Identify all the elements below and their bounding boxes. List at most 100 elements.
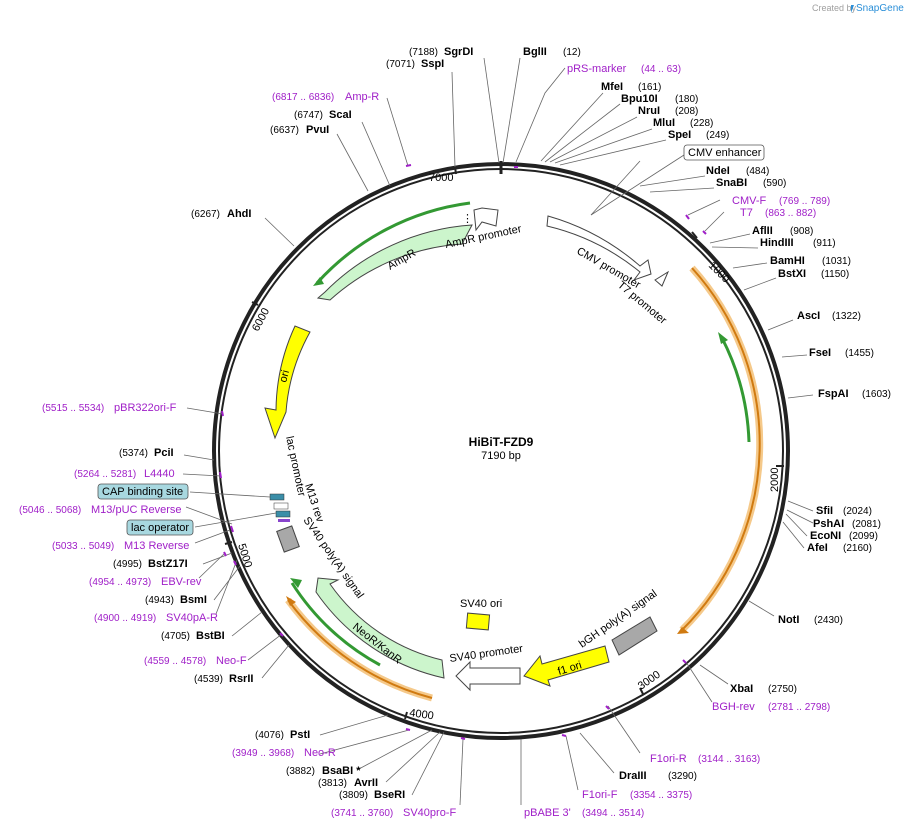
enzyme-snabi: SnaBI xyxy=(716,177,747,189)
svg-text:lac operator: lac operator xyxy=(131,522,189,534)
enzyme-bseri-pos: (3809) xyxy=(339,790,368,801)
enzyme-afei: AfeI xyxy=(807,542,828,554)
primer-amp-r-pos: (6817 .. 6836) xyxy=(272,92,334,103)
ori-label: ori xyxy=(277,369,292,384)
orf-right-arrowhead xyxy=(677,627,689,634)
cmv-enhancer-box: CMV enhancer xyxy=(683,144,765,161)
enzyme-pshai: PshAI xyxy=(813,518,844,530)
enzyme-sfii-pos: (2024) xyxy=(843,506,872,517)
enzyme-bstxi: BstXI xyxy=(778,268,806,280)
leader-lines xyxy=(182,57,814,806)
enzyme-econi-pos: (2099) xyxy=(849,531,878,542)
enzyme-ahdi: AhdI xyxy=(227,208,251,220)
primer-ebv-rev: EBV-rev xyxy=(161,576,202,588)
enzyme-fsei: FseI xyxy=(809,347,831,359)
ampr-green-arrowhead xyxy=(313,277,324,286)
enzyme-pcii: PciI xyxy=(154,447,174,459)
orf-right-orange xyxy=(681,267,761,631)
enzyme-spei: SpeI xyxy=(668,129,691,141)
primer-f1ori-r-pos: (3144 .. 3163) xyxy=(698,754,760,765)
kb-ticks xyxy=(224,166,784,720)
enzyme-bstbi: BstBI xyxy=(196,630,225,642)
enzyme-draiii-pos: (3290) xyxy=(668,771,697,782)
ampr-promoter-arrow xyxy=(473,207,499,232)
enzyme-bsmi-pos: (4943) xyxy=(145,595,174,606)
cap-binding-site-box: CAP binding site xyxy=(97,483,189,500)
enzyme-snabi-pos: (590) xyxy=(763,178,786,189)
primer-m13-rev: M13 Reverse xyxy=(124,540,189,552)
primer-sv40pro-f-pos: (3741 .. 3760) xyxy=(331,808,393,819)
enzyme-draiii: DraIII xyxy=(619,770,647,782)
enzyme-hindiii-pos: (911) xyxy=(813,238,836,249)
orf-right-green xyxy=(720,337,751,443)
neor-green-arrowhead xyxy=(290,578,302,588)
t7-promoter-label: T7 promoter xyxy=(615,279,669,327)
enzyme-mfei: MfeI xyxy=(601,81,623,93)
lac-operator-box xyxy=(275,510,291,518)
ori-feature xyxy=(264,325,311,440)
svg-text:⋮: ⋮ xyxy=(462,213,473,225)
primer-pbabe3: pBABE 3' xyxy=(524,807,571,819)
enzyme-avrii: AvrII xyxy=(354,777,378,789)
enzyme-bstbi-pos: (4705) xyxy=(161,631,190,642)
enzyme-sfii: SfiI xyxy=(816,505,833,517)
credit-brand: SnapGene xyxy=(856,3,904,14)
enzyme-mlui: MluI xyxy=(653,117,675,129)
enzyme-mlui-pos: (228) xyxy=(690,118,713,129)
tick-label-7000: 7000 xyxy=(429,172,453,184)
orf-right-orange-halo xyxy=(679,265,764,633)
orf-left-arrowhead xyxy=(286,596,296,606)
primer-pbr322ori-f-pos: (5515 .. 5534) xyxy=(42,403,104,414)
enzyme-scai-pos: (6747) xyxy=(294,110,323,121)
primer-l4440: L4440 xyxy=(144,468,175,480)
ampr-feature xyxy=(316,224,473,301)
primer-marks xyxy=(219,164,707,740)
primer-prs-marker-pos: (44 .. 63) xyxy=(641,64,681,75)
primer-t7-pos: (863 .. 882) xyxy=(765,208,816,219)
enzyme-avrii-pos: (3813) xyxy=(318,778,347,789)
primer-pbabe3-pos: (3494 .. 3514) xyxy=(582,808,644,819)
enzyme-bglii: BglII xyxy=(523,46,547,58)
enzyme-nrui: NruI xyxy=(638,105,660,117)
plasmid-name: HiBiT-FZD9 xyxy=(469,435,534,449)
cmv-promoter-feature xyxy=(546,215,652,282)
primer-f1ori-f: F1ori-F xyxy=(582,789,618,801)
cap-box xyxy=(269,493,285,501)
enzyme-nrui-pos: (208) xyxy=(675,106,698,117)
enzyme-bpu10i-pos: (180) xyxy=(675,94,698,105)
primer-f1ori-f-pos: (3354 .. 3375) xyxy=(630,790,692,801)
primer-sv40pro-f: SV40pro-F xyxy=(403,807,456,819)
orf-left-orange xyxy=(287,599,433,699)
enzyme-bamhi-pos: (1031) xyxy=(822,256,851,267)
primer-m13-rev-pos: (5033 .. 5049) xyxy=(52,541,114,552)
tick-label-6000: 6000 xyxy=(250,306,272,333)
enzyme-psti: PstI xyxy=(290,729,310,741)
enzyme-bamhi: BamHI xyxy=(770,255,805,267)
enzyme-hindiii: HindIII xyxy=(760,237,794,249)
primer-neo-f-pos: (4559 .. 4578) xyxy=(144,656,206,667)
enzyme-ndei: NdeI xyxy=(706,165,730,177)
tick-label-4000: 4000 xyxy=(409,707,435,722)
primer-ebv-rev-pos: (4954 .. 4973) xyxy=(89,577,151,588)
svg-text:CMV enhancer: CMV enhancer xyxy=(688,147,762,159)
cmv-promoter-label: CMV promoter xyxy=(575,245,643,291)
orf-right-green-arrowhead xyxy=(718,332,728,344)
primer-neo-r: Neo-R xyxy=(304,747,336,759)
orf-left-orange-halo xyxy=(285,597,433,702)
credit-text: Created by xyxy=(812,3,857,13)
enzyme-bstz17i-pos: (4995) xyxy=(113,559,142,570)
enzyme-sgrdi-pos: (7188) xyxy=(409,47,438,58)
enzyme-bstz17i: BstZ17I xyxy=(148,558,188,570)
enzyme-bglii-pos: (12) xyxy=(563,47,581,58)
svg-text:CAP binding site: CAP binding site xyxy=(102,486,183,498)
enzyme-afei-pos: (2160) xyxy=(843,543,872,554)
primer-prs-marker: pRS-marker xyxy=(567,63,627,75)
lac-operator-box-label: lac operator xyxy=(126,519,194,536)
enzyme-spei-pos: (249) xyxy=(706,130,729,141)
ampr-green-arc xyxy=(315,201,471,285)
snapgene-logo-icon xyxy=(851,5,854,13)
enzyme-pvui: PvuI xyxy=(306,124,329,136)
sv40-promoter-label: SV40 promoter xyxy=(449,643,524,665)
sv40-ori-feature xyxy=(465,612,491,631)
primer-neo-f: Neo-F xyxy=(216,655,247,667)
